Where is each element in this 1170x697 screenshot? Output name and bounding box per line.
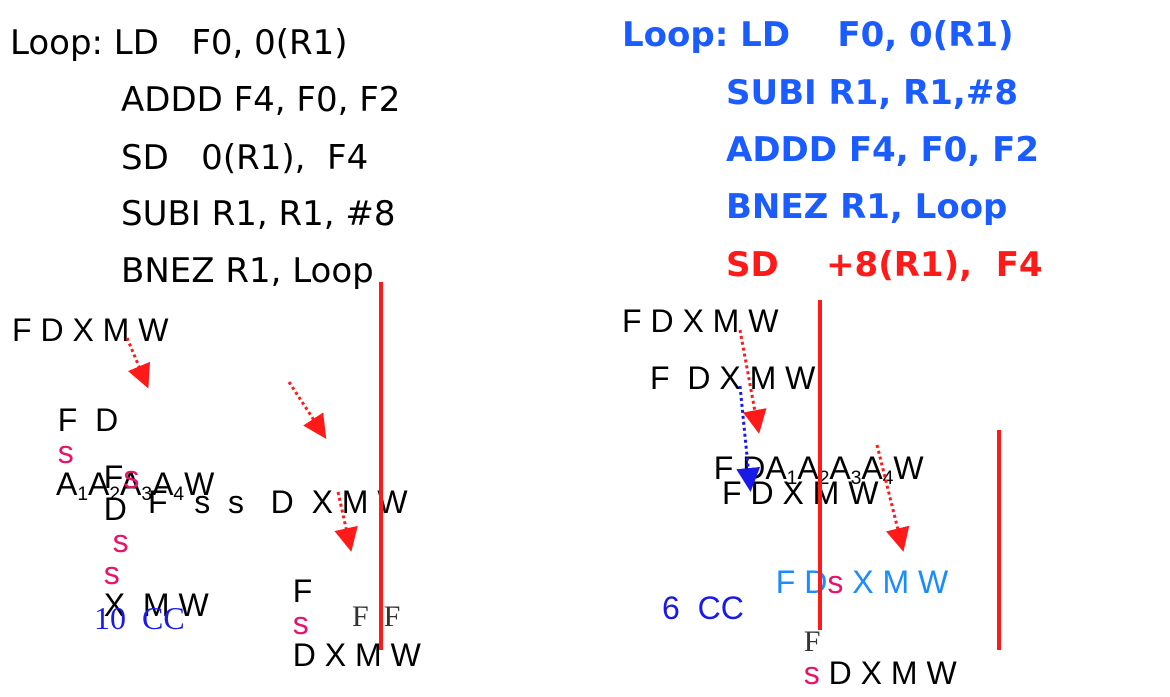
stage-a2: A2 [797,450,830,489]
stage-text: F D [57,402,119,438]
stage-w: W [184,466,215,502]
stage-text: D X M W [819,655,957,691]
stage-a1: A1 [765,450,798,489]
right-code-line-3: ADDD F4, F0, F2 [726,130,1039,170]
left-cycle-count: 10 CC [94,600,185,636]
right-code-line-2: SUBI R1, R1,#8 [726,73,1018,113]
left-forward-arrow-3 [334,491,358,552]
stage-a4: A4 [152,466,185,505]
stage-a3: A3 [829,450,862,489]
right-pipeline-row-1: F D X M W [622,303,779,339]
stage-a1: A1 [56,466,89,505]
right-code-line-4: BNEZ R1, Loop [726,187,1008,227]
stage-text: X M W [103,587,209,623]
right-pipeline-row-6: F s D X M W [786,592,957,691]
stall-marker: s [123,459,140,495]
stage-text: D X M W [292,637,421,673]
stage-text: D [103,491,127,527]
stage-a3: A3 [120,466,153,505]
left-code-line-1: Loop: LD F0, 0(R1) [10,23,348,63]
left-pipeline-row-5: F s D X M W [275,543,421,671]
stall-marker: s [112,523,129,559]
stage-text: X M W [843,564,949,600]
stall-marker: s [827,564,844,600]
stall-marker: s [292,605,309,641]
right-forward-arrow-1 [738,329,767,434]
stage-a4: A4 [861,450,894,489]
left-pipeline-row-3: Fs D s s X M W [86,429,209,621]
stage-text: F [292,573,313,609]
stage-text: F [103,459,124,495]
stall-marker: s [103,555,120,591]
stage-a2: A2 [88,466,121,505]
left-pipeline-row-1: F D X M W [12,312,169,348]
right-forward-arrow-2 [875,444,910,552]
left-forward-arrow-1 [125,337,151,389]
left-code-line-2: ADDD F4, F0, F2 [121,80,401,120]
stall-marker: s [803,655,820,691]
left-code-line-4: SUBI R1, R1, #8 [121,194,396,234]
left-pipeline-row-2: F D s A1A2A3A4W [40,372,215,505]
stage-text: F [803,625,821,658]
left-tail-fetches: F F [352,600,401,633]
stall-marker: s [57,434,74,470]
right-code-line-5: SD +8(R1), F4 [726,245,1043,285]
left-forward-arrow-2 [287,381,327,440]
right-pipeline-row-3: F DA1A2A3A4W [696,420,924,489]
right-cycle-count: 6 CC [662,590,744,626]
right-pipeline-row-2: F D X M W [650,360,816,396]
stage-w: W [893,450,924,486]
right-forward-arrow-blue [736,385,761,492]
left-code-line-3: SD 0(R1), F4 [121,138,369,178]
left-code-line-5: BNEZ R1, Loop [121,251,374,291]
right-code-line-1: Loop: LD F0, 0(R1) [622,15,1014,55]
